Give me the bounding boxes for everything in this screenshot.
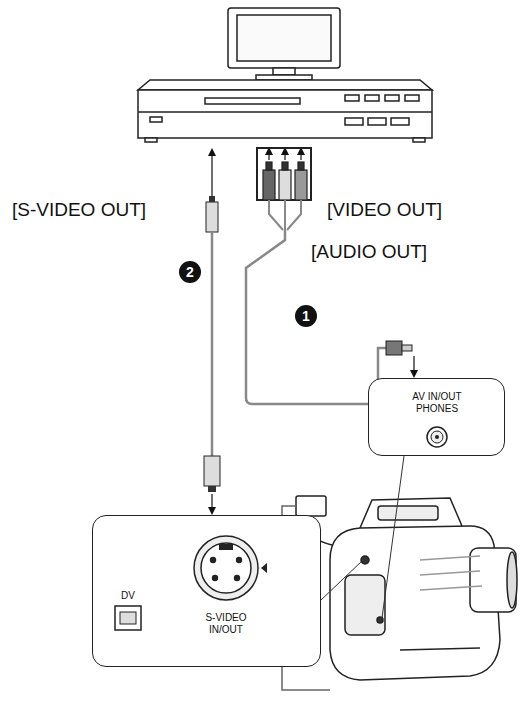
video-recorder xyxy=(138,80,432,142)
callout-number: 2 xyxy=(179,261,201,283)
up-arrows xyxy=(212,149,301,196)
port-name: AV IN/OUT PHONES xyxy=(392,391,482,414)
socket-zoom-box: DV S-VIDEO IN/OUT xyxy=(92,515,321,667)
connector-socket xyxy=(369,379,506,457)
port-name: S-VIDEO IN/OUT xyxy=(196,612,256,635)
s-video-cable xyxy=(204,196,220,513)
zoom-leaders xyxy=(321,456,404,618)
port-label: [VIDEO OUT] xyxy=(327,199,442,221)
callout-number: 1 xyxy=(295,305,317,327)
jack-zoom-box: AV IN/OUT PHONES xyxy=(368,378,505,456)
port-name: DV xyxy=(108,590,148,602)
television xyxy=(228,8,340,80)
port-label: [AUDIO OUT] xyxy=(311,241,427,263)
port-label: [S-VIDEO OUT] xyxy=(12,199,146,221)
camcorder xyxy=(330,498,517,680)
av-output-plugs xyxy=(257,148,311,230)
